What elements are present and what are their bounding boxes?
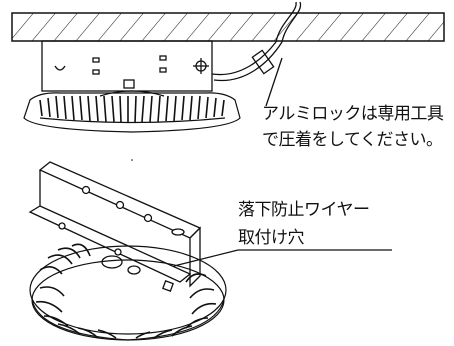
crimp-note-line2: で圧着をしてください。 (262, 130, 443, 150)
mounting-bracket-bottom (28, 161, 202, 292)
light-fixture-bottom (29, 243, 227, 341)
ceiling (11, 12, 445, 42)
wire-hole-label-line1: 落下防止ワイヤー (238, 200, 370, 220)
mounting-bracket-top (41, 40, 213, 92)
safety-wire-top (211, 1, 302, 107)
leader-line-wire (173, 249, 392, 267)
wire-hole-label-line2: 取付け穴 (238, 228, 305, 248)
stray-mark (131, 159, 133, 161)
light-fixture-top (23, 90, 241, 133)
crimp-note-line1: アルミロックは専用工具 (262, 104, 444, 124)
